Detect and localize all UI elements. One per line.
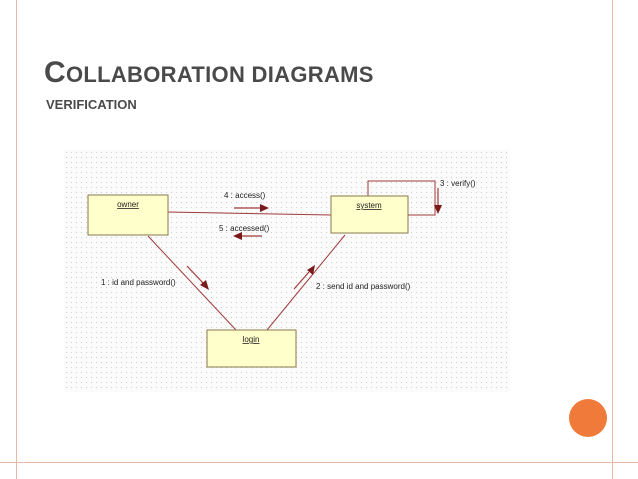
- link-owner-system: [167, 211, 332, 216]
- link-system-self: [367, 180, 436, 216]
- object-owner: owner: [87, 194, 169, 236]
- link-owner-login: [147, 235, 237, 331]
- message-label-1: 1 : id and password(): [101, 278, 176, 287]
- object-system: system: [330, 195, 409, 234]
- frame-line-left: [16, 0, 17, 479]
- slide-title-rest: OLLABORATION DIAGRAMS: [65, 62, 374, 87]
- message-arrow-2: [293, 265, 315, 290]
- slide-subtitle: VERIFICATION: [46, 97, 137, 112]
- message-arrow-3: [434, 188, 442, 214]
- message-label-2: 2 : send id and password(): [316, 282, 411, 291]
- collaboration-diagram: [64, 150, 510, 392]
- message-arrow-5: [233, 232, 262, 240]
- message-label-3: 3 : verify(): [440, 179, 476, 188]
- slide-title-initial: C: [44, 56, 66, 89]
- frame-line-right: [612, 0, 613, 479]
- message-label-5: 5 : accessed(): [219, 224, 270, 233]
- message-label-4: 4 : access(): [224, 191, 266, 200]
- message-arrow-1: [186, 265, 209, 290]
- object-system-label: system: [356, 201, 382, 210]
- object-login: login: [206, 329, 297, 368]
- slide-title: COLLABORATION DIAGRAMS: [44, 56, 374, 90]
- message-arrow-4: [234, 204, 269, 212]
- object-login-label: login: [243, 335, 260, 344]
- frame-line-bottom: [0, 462, 638, 463]
- object-owner-label: owner: [117, 200, 139, 209]
- link-login-system: [266, 234, 346, 331]
- accent-circle: [569, 399, 607, 437]
